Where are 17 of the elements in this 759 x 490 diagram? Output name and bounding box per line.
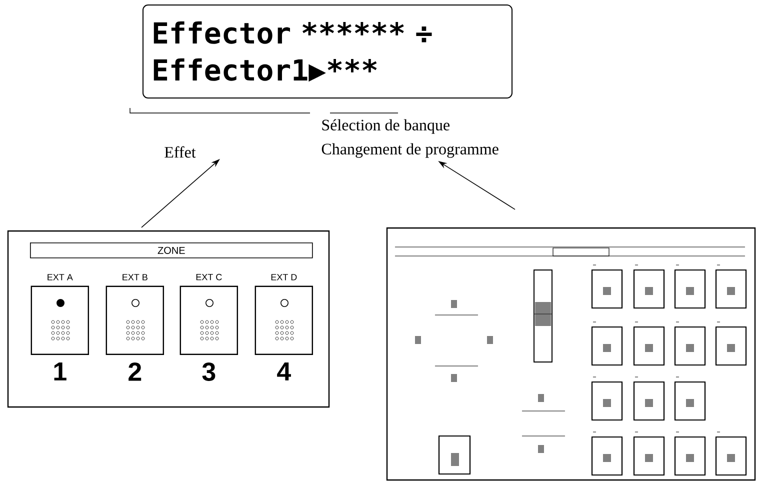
node-label: 2 [128,362,142,381]
display-label: Effet [164,146,196,158]
node-label: EXT D [271,274,297,280]
display-label: Sélection de banque Changement de programme [322,119,498,158]
node-label: 3 [202,362,216,381]
zone-panel [7,230,330,408]
node-label: 4 [277,362,291,380]
ext-button: EXT B 2 [106,274,164,381]
node-label: EXT B [122,274,148,280]
ext-button: EXT C 3 [180,274,238,381]
node-label: EXT A [48,274,73,280]
ext-button: EXT D 4 [254,274,314,380]
node-label: 1 [54,362,66,380]
lcd-display: Effector ****** ÷ Effector1▶*** [142,4,512,98]
node-label: EXT C [196,274,222,280]
zone-band: ZONE [30,242,313,258]
ext-button: EXT A 1 [30,274,89,380]
